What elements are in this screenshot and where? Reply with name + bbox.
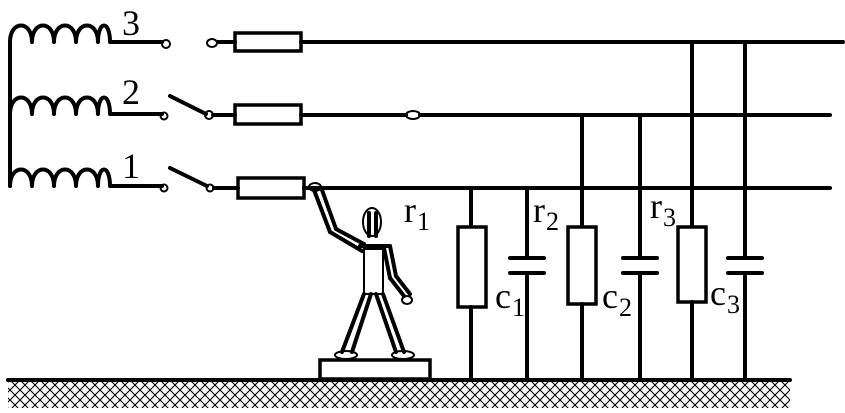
capacitor-3-label: c3	[710, 273, 740, 319]
leakage-resistor-3	[676, 40, 708, 382]
phase-1-switch	[159, 166, 215, 193]
phase-2-fuse-icon	[233, 103, 303, 126]
phase-1-fuse-icon	[236, 176, 306, 200]
ground-icon	[6, 378, 792, 408]
phase-2-line	[211, 110, 832, 120]
phase-2-joint-icon	[405, 110, 421, 120]
phase-2-label: 2	[122, 72, 140, 112]
capacitor-1-label: c1	[495, 276, 525, 322]
leakage-capacitor-1	[508, 186, 546, 382]
phase-3-label: 3	[122, 3, 140, 43]
phase-1-label: 1	[122, 146, 140, 186]
resistor-1-label: r1	[404, 190, 430, 236]
leakage-resistor-2	[566, 113, 598, 382]
resistor-3-label: r3	[650, 186, 676, 232]
person-touching-wire-icon	[308, 182, 415, 360]
generator-windings	[8, 23, 164, 188]
leakage-capacitor-3	[726, 40, 764, 382]
insulating-platform-icon	[318, 358, 432, 381]
winding-3-coil-icon	[8, 23, 164, 44]
phase-3-fuse-icon	[233, 31, 303, 53]
capacitor-2-label: c2	[602, 276, 632, 322]
leakage-resistor-1	[456, 186, 488, 382]
resistor-2-label: r2	[533, 190, 559, 236]
winding-2-coil-icon	[8, 95, 164, 116]
phase-3-switch	[161, 38, 218, 49]
phase-2-switch	[159, 94, 214, 121]
winding-1-coil-icon	[8, 167, 164, 188]
leakage-capacitor-2	[621, 113, 659, 382]
